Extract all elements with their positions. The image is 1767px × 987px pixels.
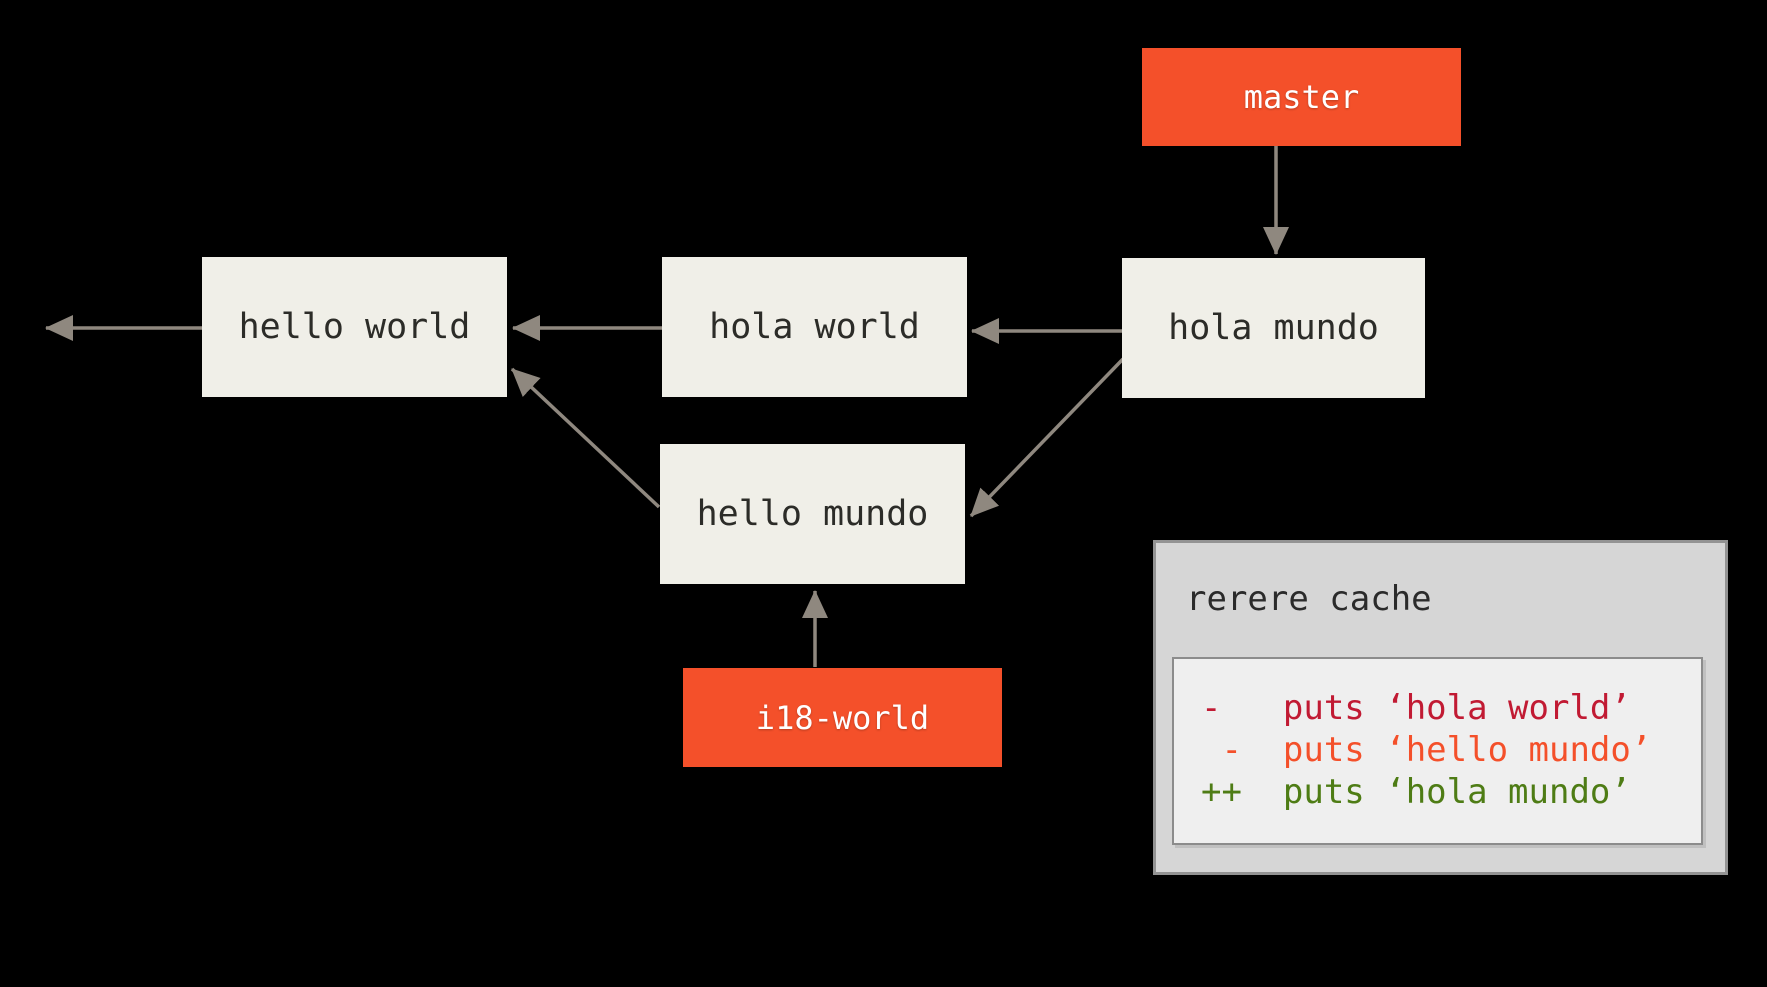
arrow-hola-mundo-to-hello-mundo <box>969 357 1125 518</box>
branch-label-i18-world: i18-world <box>683 668 1002 767</box>
branch-label-master: master <box>1142 48 1461 146</box>
rerere-cache-diff-box: - puts ‘hola world’ - puts ‘hello mundo’… <box>1172 657 1703 845</box>
commit-node-hola-mundo: hola mundo <box>1122 258 1425 398</box>
commit-hello-mundo-text: hello mundo <box>696 494 929 534</box>
rerere-cache-panel: rerere cache - puts ‘hola world’ - puts … <box>1153 540 1728 875</box>
commit-hola-world-text: hola world <box>709 307 920 347</box>
branch-i18-world-text: i18-world <box>755 698 930 737</box>
diff-line-removed-hello-mundo: - puts ‘hello mundo’ <box>1201 730 1652 770</box>
commit-node-hello-mundo: hello mundo <box>660 444 965 584</box>
rerere-cache-title: rerere cache <box>1186 579 1432 619</box>
diff-line-removed-hola-world: - puts ‘hola world’ <box>1201 688 1631 728</box>
commit-node-hola-world: hola world <box>662 257 967 397</box>
arrow-hello-mundo-to-hello-world <box>510 367 661 509</box>
commit-hola-mundo-text: hola mundo <box>1168 308 1379 348</box>
commit-hello-world-text: hello world <box>238 307 471 347</box>
diff-lines: - puts ‘hola world’ - puts ‘hello mundo’… <box>1174 659 1701 813</box>
commit-node-hello-world: hello world <box>202 257 507 397</box>
branch-master-text: master <box>1243 78 1360 116</box>
diff-line-added-hola-mundo: ++ puts ‘hola mundo’ <box>1201 772 1631 812</box>
